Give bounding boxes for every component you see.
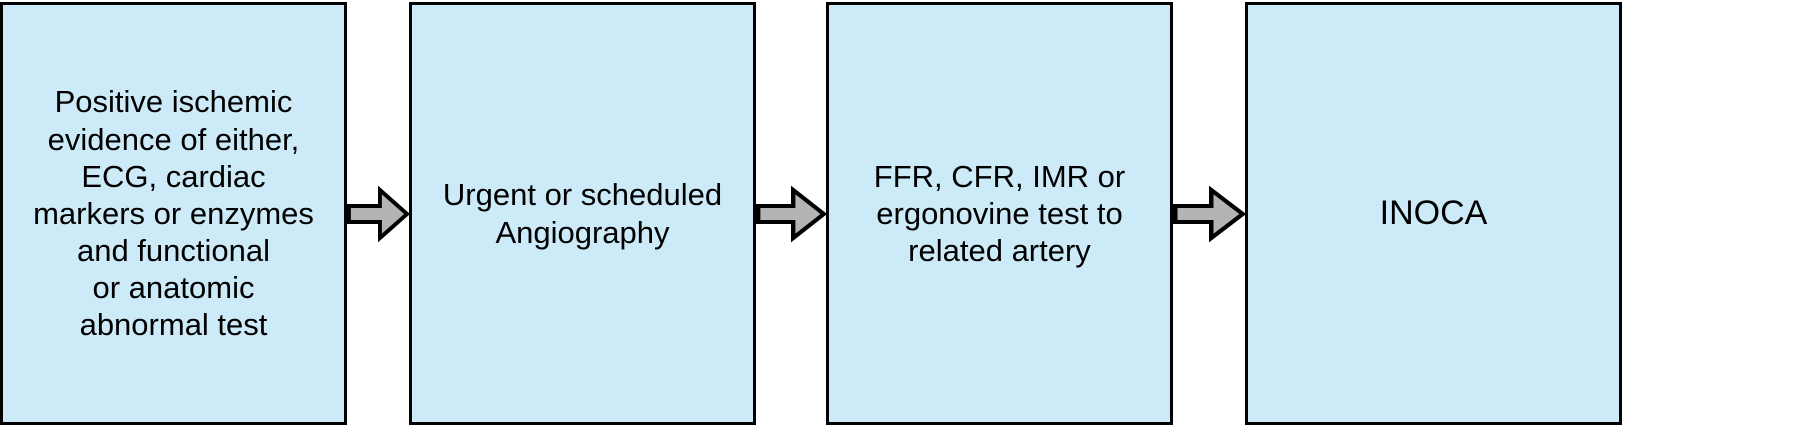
- arrow-right-icon: [756, 185, 828, 242]
- arrow-right-icon: [1173, 185, 1247, 242]
- flow-node-positive-ischemic-evidence: Positive ischemic evidence of either, EC…: [0, 2, 347, 425]
- connector-arrow-3-container: [1173, 0, 1247, 427]
- flow-node-angiography: Urgent or scheduled Angiography: [409, 2, 756, 425]
- flow-node-inoca: INOCA: [1245, 2, 1622, 425]
- flow-node-label: Urgent or scheduled Angiography: [442, 177, 723, 250]
- arrow-right-icon: [347, 185, 411, 242]
- flow-node-label: INOCA: [1379, 194, 1488, 233]
- connector-arrow-1-container: [347, 0, 411, 427]
- flow-node-label: FFR, CFR, IMR or ergonovine test to rela…: [873, 158, 1126, 269]
- connector-arrow-2-container: [756, 0, 828, 427]
- flow-node-label: Positive ischemic evidence of either, EC…: [33, 84, 314, 343]
- flow-node-physiology-tests: FFR, CFR, IMR or ergonovine test to rela…: [826, 2, 1173, 425]
